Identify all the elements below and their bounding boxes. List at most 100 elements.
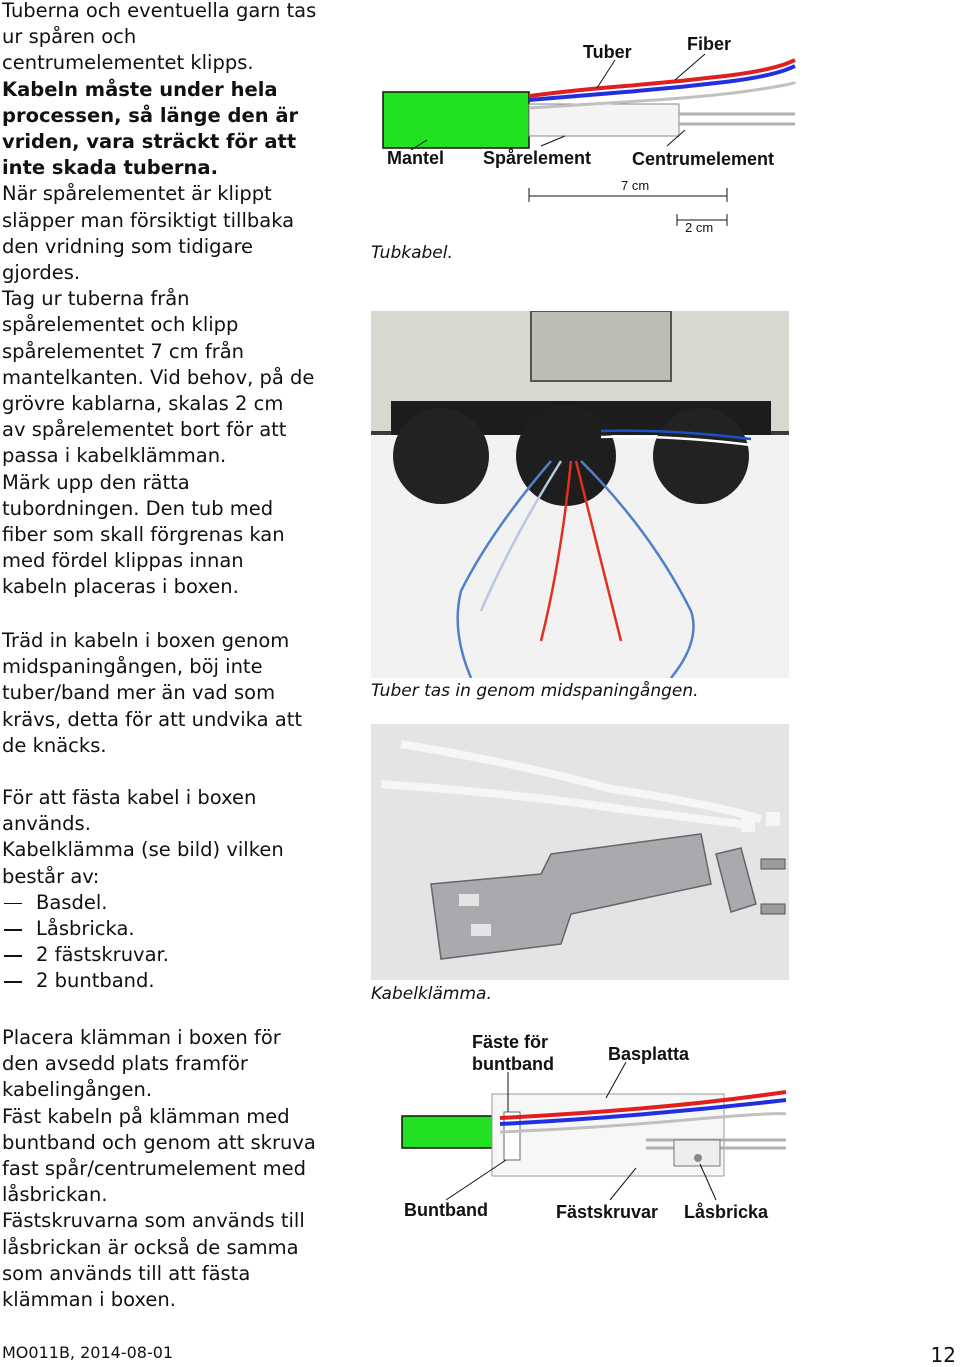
text-line: mantelkanten. Vid behov, på de [2,365,315,389]
warning-line: processen, så länge den är [2,103,299,127]
parts-list: Basdel. Låsbricka. 2 fästskruvar. 2 bunt… [2,890,284,995]
blue-fiber-loop [580,460,695,678]
caption-tubkabel: Tubkabel. [371,243,453,263]
text-line: tuber/band mer än vad som [2,681,276,705]
list-item: 2 fästskruvar. [2,942,284,968]
text-line: Fäst kabeln på klämman med [2,1104,290,1128]
text-line: centrumelementet klipps. [2,51,254,75]
text-line: fast spår/centrumelement med [2,1157,306,1181]
red-fiber [574,460,623,642]
screw-head [694,1154,702,1162]
text-line: Träd in kabeln i boxen genom [2,629,290,652]
text-line: av spårelementet bort för att [2,418,287,442]
text-line: gjordes. [2,261,81,285]
paragraph-threading-cable: Träd in kabeln i boxen genom midspaningå… [2,628,302,759]
cable-tie-head [741,818,755,832]
grey-tube [528,80,797,110]
list-item: 2 buntband. [2,968,284,994]
text-line: tubordningen. Den tub med [2,496,274,520]
text-line: Tag ur tuberna från [2,287,190,311]
red-tube [528,58,796,98]
text-line: midspaningången, böj inte [2,655,263,679]
leader-line [674,53,706,81]
label-sparelement: Spårelement [483,148,591,168]
text-line: När spårelementet är klippt [2,182,272,206]
paragraph-cable-clamp: För att fästa kabel i boxen används. Kab… [2,785,284,995]
slot [459,894,479,906]
text-line: spårelementet 7 cm från [2,339,245,363]
caption-midspan: Tuber tas in genom midspaningången. [371,681,699,701]
text-line: klämman i boxen. [2,1288,176,1312]
fastening-screw [760,858,786,870]
label-centrumelement: Centrumelement [632,149,774,169]
text-line: Märk upp den rätta [2,470,190,494]
text-line: buntband och genom att skruva [2,1130,316,1154]
leader-line [699,1163,717,1201]
label-tuber: Tuber [583,42,632,62]
track-element [528,103,680,137]
text-line: passa i kabelklämman. [2,444,227,468]
text-line: används. [2,812,91,836]
lock-washer [715,847,757,913]
text-line: den avsedd plats framför [2,1052,248,1076]
blue-tube [499,1098,787,1126]
clamp-base-plate [430,833,712,960]
text-line: krävs, detta för att undvika att [2,707,303,731]
port-right [653,408,749,504]
label-mantel: Mantel [387,148,444,168]
label-fiber: Fiber [687,34,731,54]
label-fastskruvar: Fästskruvar [556,1202,658,1222]
box-module [530,311,672,382]
text-line: med fördel klippas innan [2,549,244,573]
leader-line [605,1061,627,1099]
paragraph-fastening: Placera klämman i boxen för den avsedd p… [2,1025,316,1313]
text-line: grövre kablarna, skalas 2 cm [2,392,284,416]
blue-tube [528,64,796,102]
label-basplatta: Basplatta [608,1044,690,1064]
warning-line: vriden, vara sträckt för att [2,130,297,154]
text-line: låsbrickan. [2,1183,108,1207]
tube-cable-diagram: Tuber Fiber Mantel Spårelement Centrumel… [382,34,797,235]
text-line: Kabelklämma (se bild) vilken [2,838,284,862]
list-item: Låsbricka. [2,916,284,942]
blue-fiber-loop [456,460,552,678]
label-dim-2cm: 2 cm [685,220,713,235]
text-line: Fästskruvarna som används till [2,1209,305,1233]
box-entry-photo [371,311,789,678]
label-faste-2: buntband [472,1054,554,1074]
label-dim-7cm: 7 cm [621,178,649,193]
leader-line [609,1167,637,1201]
label-buntband: Buntband [404,1200,488,1220]
leader-line [445,1159,507,1201]
port-left [393,408,489,504]
label-lasbricka: Låsbricka [684,1202,769,1222]
text-line: kabeln placeras i boxen. [2,575,239,599]
warning-line: Kabeln måste under hela [2,77,278,101]
grey-tube [499,1112,787,1134]
text-line: släpper man försiktigt tillbaka [2,208,295,232]
cable-tie [380,780,742,828]
list-item: Basdel. [2,890,284,916]
text-line: låsbrickan är också de samma [2,1235,299,1259]
warning-line: inte skada tuberna. [2,156,218,180]
document-id: MO011B, 2014-08-01 [2,1343,174,1362]
blue-fiber [600,429,752,441]
text-line: Tuberna och eventuella garn tas [2,0,317,22]
text-line: spårelementet och klipp [2,313,239,337]
text-line: de knäcks. [2,733,107,757]
cable-clamp-photo [371,724,789,980]
text-line: fiber som skall förgrenas kan [2,523,285,547]
mantel-block [382,91,530,149]
cable-tie [400,740,763,823]
red-tube [499,1090,787,1120]
leader-line [666,129,686,147]
text-line: För att fästa kabel i boxen [2,786,257,809]
page-number: 12 [930,1343,956,1367]
mantel-block [401,1115,501,1149]
text-line: ur spåren och [2,25,137,49]
white-fiber-loop [479,460,563,612]
text-line: den vridning som tidigare [2,234,254,258]
fastening-screw [760,903,786,915]
red-fiber [539,460,573,642]
text-line: som används till att fästa [2,1261,251,1285]
